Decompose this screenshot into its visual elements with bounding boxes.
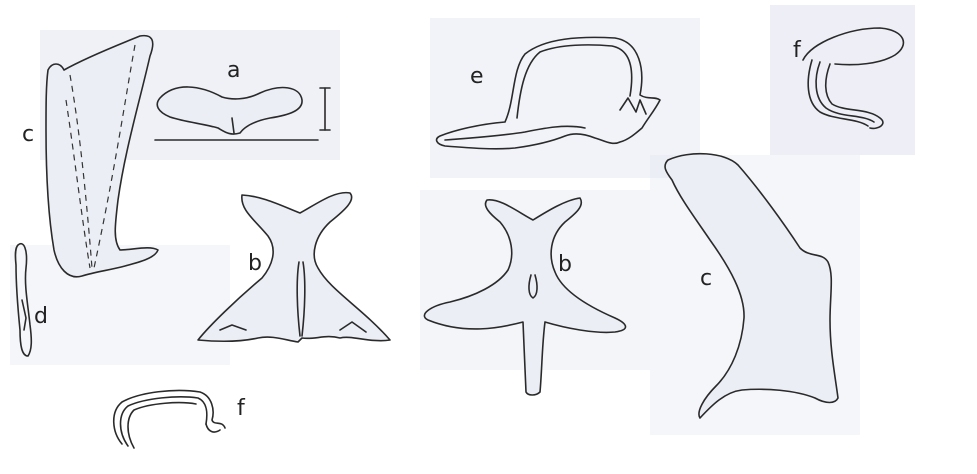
label-b-left: b	[248, 253, 262, 275]
label-a: a	[227, 60, 240, 82]
label-f-top: f	[793, 40, 801, 62]
label-c-right: c	[700, 268, 712, 290]
label-d: d	[34, 306, 48, 328]
label-b-right: b	[558, 254, 572, 276]
background-patch	[430, 18, 700, 178]
label-e: e	[470, 66, 484, 88]
background-patch	[770, 5, 915, 155]
figure-f-bottom	[114, 390, 225, 448]
label-f-bottom: f	[237, 398, 245, 420]
label-c-left: c	[22, 124, 34, 146]
